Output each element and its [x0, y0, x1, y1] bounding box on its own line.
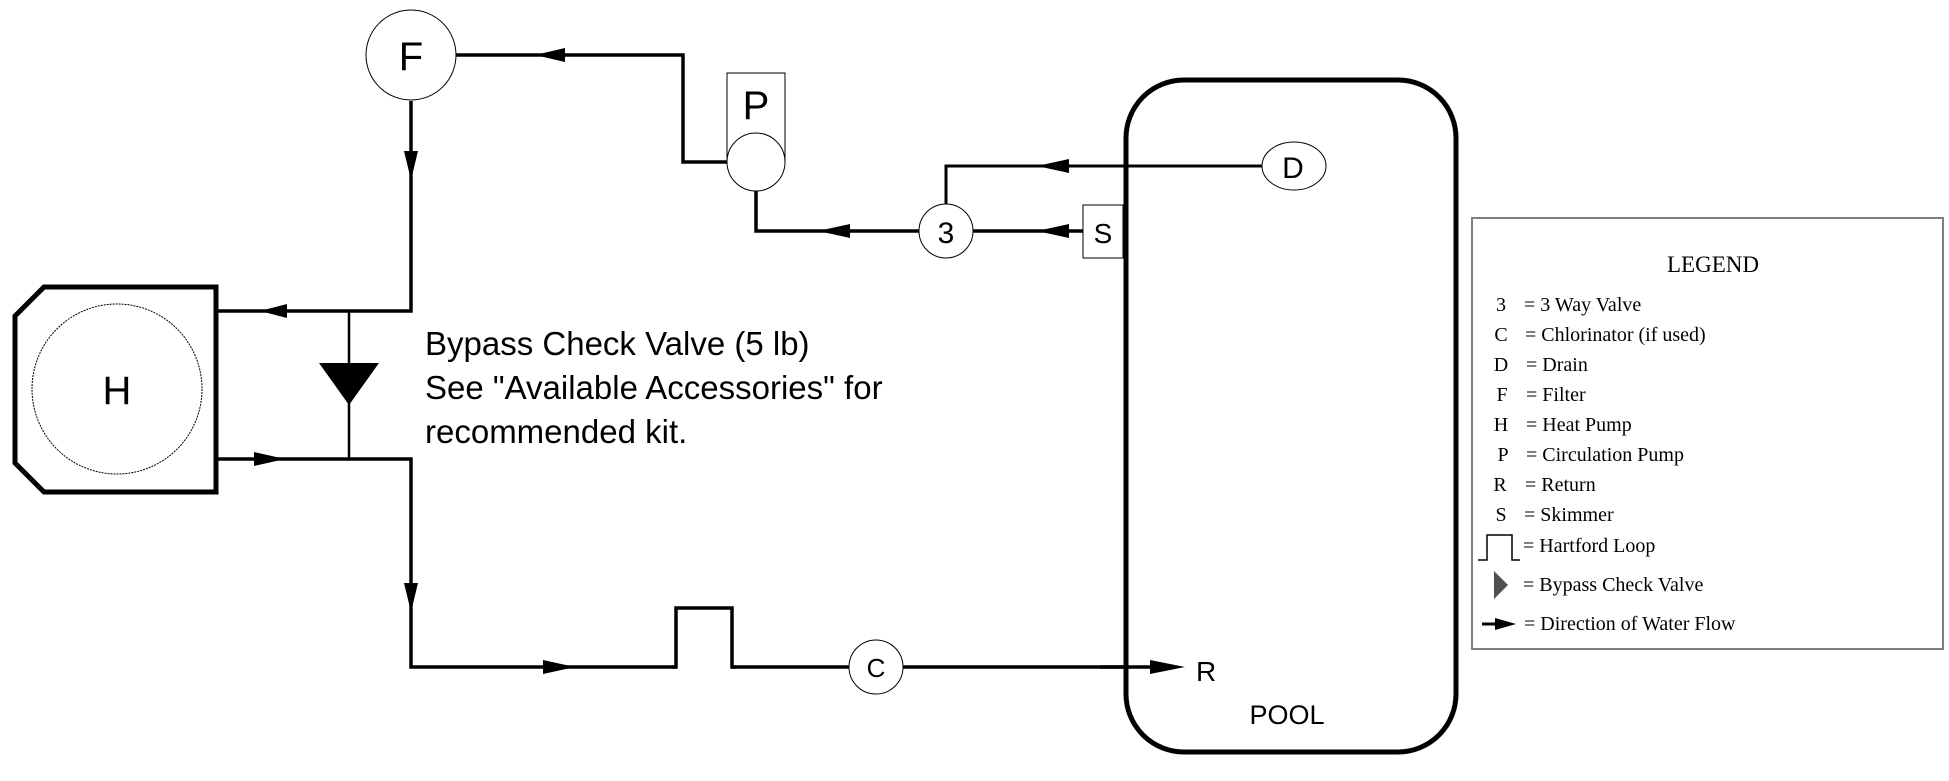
legend-text: = Filter	[1526, 384, 1586, 406]
three-way-valve-icon	[918, 203, 974, 259]
legend-title: LEGEND	[1667, 252, 1759, 277]
pool-outline	[1123, 77, 1459, 755]
legend: LEGEND 3 = 3 Way Valve C = Chlorinator (…	[1471, 217, 1944, 650]
pipe-pump-to-filter	[445, 53, 727, 164]
legend-text: = Heat Pump	[1526, 414, 1632, 436]
legend-text: = Return	[1525, 474, 1596, 496]
heat-pump-body	[12, 284, 219, 495]
legend-symbol: 3	[1496, 294, 1506, 316]
flow-arrow-icon	[404, 583, 418, 612]
flow-arrow-icon	[818, 224, 850, 238]
pipe-heater-out	[218, 457, 1125, 669]
bypass-note: Bypass Check Valve (5 lb) See "Available…	[425, 325, 883, 450]
drain-label: D	[1282, 152, 1304, 185]
bypass-check-valve-icon	[319, 363, 379, 405]
return-label: R	[1196, 656, 1216, 687]
bypass-check-valve-legend-icon	[1494, 571, 1508, 599]
flow-arrow-icon	[260, 304, 287, 318]
legend-text: = 3 Way Valve	[1524, 294, 1641, 316]
flow-arrows	[254, 48, 1185, 674]
legend-symbol: R	[1493, 474, 1507, 496]
flow-arrow-icon	[1037, 159, 1069, 173]
flow-arrow-icon	[535, 48, 565, 62]
hartford-loop	[672, 606, 736, 669]
heat-pump-icon	[31, 303, 203, 475]
legend-symbol: D	[1494, 354, 1508, 376]
heat-pump-label: H	[103, 369, 132, 413]
flow-arrow-icon	[254, 452, 285, 466]
legend-text: = Skimmer	[1524, 504, 1614, 526]
skimmer-label: S	[1094, 218, 1113, 249]
drain-icon	[1261, 141, 1327, 191]
flow-arrow-legend-icon	[1482, 618, 1516, 630]
legend-text: = Circulation Pump	[1526, 444, 1684, 466]
pool-label: POOL	[1249, 700, 1324, 730]
chlorinator-label: C	[867, 653, 886, 683]
flow-arrow-icon	[1037, 224, 1069, 238]
pipe-drain-to-valve	[944, 164, 1262, 204]
note-line-1: Bypass Check Valve (5 lb)	[425, 325, 810, 362]
hartford-loop-icon	[1478, 534, 1520, 561]
legend-text: = Chlorinator (if used)	[1525, 324, 1706, 346]
filter-label: F	[399, 35, 423, 79]
flow-arrow-icon	[543, 660, 575, 674]
filter-icon	[365, 9, 457, 101]
pipe-valve-to-pump	[754, 191, 919, 233]
legend-symbol: S	[1495, 504, 1506, 526]
chlorinator-icon	[848, 639, 904, 695]
legend-text: = Direction of Water Flow	[1524, 613, 1736, 635]
note-line-2: See "Available Accessories" for	[425, 369, 883, 406]
legend-symbol: P	[1497, 444, 1508, 466]
skimmer-icon	[1082, 204, 1124, 259]
flow-arrow-icon	[404, 151, 418, 180]
note-line-3: recommended kit.	[425, 413, 687, 450]
legend-symbol: F	[1496, 384, 1507, 406]
legend-text: = Drain	[1526, 354, 1588, 376]
legend-symbol: C	[1494, 324, 1507, 346]
pipe-filter-to-heater	[218, 101, 413, 313]
legend-text: = Hartford Loop	[1523, 535, 1655, 557]
pump-icon	[726, 132, 786, 192]
legend-symbol: H	[1494, 414, 1508, 436]
legend-text: = Bypass Check Valve	[1523, 574, 1703, 596]
flow-arrow-icon	[1150, 660, 1185, 674]
three-way-valve-label: 3	[938, 217, 955, 250]
pump-label: P	[743, 84, 770, 128]
legend-box	[1471, 217, 1944, 650]
